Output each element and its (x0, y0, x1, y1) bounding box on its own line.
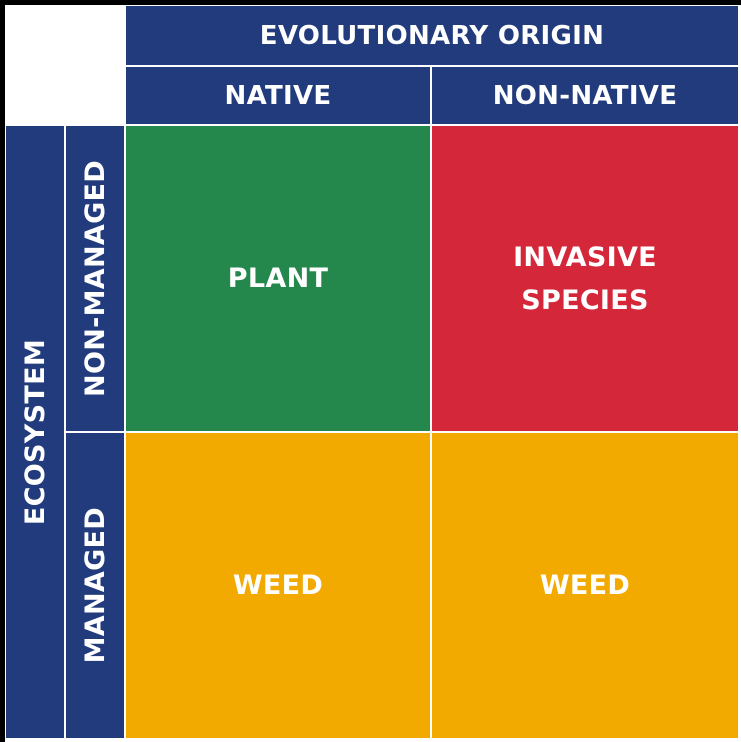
row-label: NON-MANAGED (79, 160, 111, 397)
column-header-non-native: NON-NATIVE (432, 67, 738, 124)
row-header-managed: MANAGED (66, 433, 124, 738)
header-evolutionary-origin: EVOLUTIONARY ORIGIN (126, 6, 738, 65)
cell-invasive-species: INVASIVE SPECIES (432, 126, 738, 431)
cell-weed-native: WEED (126, 433, 430, 738)
column-header-native: NATIVE (126, 67, 430, 124)
cell-label: PLANT (227, 263, 329, 294)
cell-label: WEED (539, 570, 631, 601)
cell-label-line1: INVASIVE (513, 241, 657, 273)
column-label: NON-NATIVE (492, 80, 678, 111)
top-border (0, 0, 741, 5)
cell-label-line2: SPECIES (521, 284, 649, 316)
side-header-ecosystem: ECOSYSTEM (6, 126, 64, 738)
row-label: MANAGED (79, 507, 111, 664)
cell-weed-non-native: WEED (432, 433, 738, 738)
cell-label: WEED (232, 570, 324, 601)
side-title: ECOSYSTEM (19, 338, 51, 526)
header-title: EVOLUTIONARY ORIGIN (259, 20, 605, 51)
cell-plant: PLANT (126, 126, 430, 431)
left-border (0, 0, 5, 742)
row-header-non-managed: NON-MANAGED (66, 126, 124, 431)
column-label: NATIVE (224, 80, 332, 111)
